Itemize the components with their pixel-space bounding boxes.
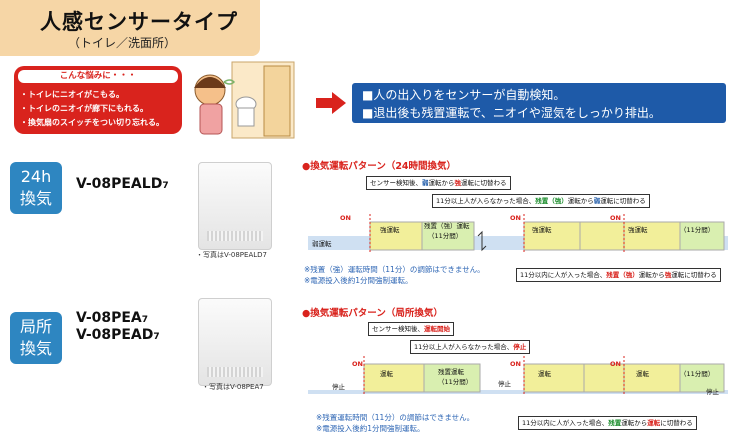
segment-label: 停止: [332, 383, 345, 391]
on-label: ON: [610, 360, 621, 368]
model-name: V-08PEALD7: [76, 176, 169, 192]
segment-label: （11分間）: [438, 378, 473, 386]
model-number: V-08PEAD: [76, 327, 154, 343]
pattern-title: ●換気運転パターン（24時間換気）: [302, 161, 457, 172]
badge-top: 24h: [20, 167, 52, 186]
on-label: ON: [610, 214, 621, 222]
note: ※電源投入後約1分間強制運転。: [316, 424, 425, 433]
note: ※残置運転時間（11分）の調節はできません。: [316, 413, 475, 422]
mode-badge-24h: 24h 換気: [10, 162, 62, 214]
on-label: ON: [352, 360, 363, 368]
callout: 11分以内に人が入った場合、残置運転から運転に切替わる: [518, 416, 697, 430]
callout: 11分以上人が入らなかった場合、停止: [410, 340, 531, 354]
segment-label: 弱運転: [312, 240, 332, 248]
callout: 11分以上人が入らなかった場合、残置（強）運転から弱運転に切替わる: [432, 194, 650, 208]
note: ※残置（強）運転時間（11分）の調節はできません。: [304, 265, 485, 274]
segment-label: 停止: [706, 388, 719, 396]
photo-caption: ・写真はV-08PEA7: [202, 383, 264, 391]
toilet-scene-illustration: [194, 61, 295, 139]
model-suffix: 7: [153, 332, 160, 342]
segment-label: 運転: [538, 370, 551, 378]
title-tab: [0, 0, 260, 56]
segment-label: 残置運転: [438, 368, 464, 376]
model-number: V-08PEA: [76, 310, 142, 326]
model-suffix: 7: [141, 315, 149, 325]
pattern-title: ●換気運転パターン（局所換気）: [302, 308, 443, 319]
model-name: V-08PEAD7: [76, 327, 160, 343]
segment-label: （11分間）: [428, 232, 463, 240]
segment-label: 運転: [636, 370, 649, 378]
on-label: ON: [340, 214, 351, 222]
device-photo: [198, 162, 272, 250]
benefit-box: [352, 83, 726, 123]
segment-label: 残置（強）運転: [424, 222, 470, 230]
callout: 11分以内に人が入った場合、残置（強）運転から強運転に切替わる: [516, 268, 721, 282]
badge-bottom: 換気: [19, 339, 52, 358]
on-label: ON: [510, 360, 521, 368]
badge-top: 局所: [19, 317, 52, 336]
segment-label: 運転: [380, 370, 393, 378]
note: ※電源投入後約1分間強制運転。: [304, 276, 413, 285]
device-photo: [198, 298, 272, 386]
timeline-local: [308, 356, 728, 394]
mode-badge-local: 局所 換気: [10, 312, 62, 364]
segment-label: （11分間）: [680, 370, 715, 378]
badge-bottom: 換気: [19, 189, 52, 208]
worry-item: ・換気扇のスイッチをつい切り忘れる。: [20, 118, 164, 127]
model-name: V-08PEA7: [76, 310, 148, 326]
page-title: 人感センサータイプ: [40, 10, 238, 34]
benefit-line: ■人の出入りをセンサーが自動検知。: [362, 88, 566, 102]
model-number: V-08PEALD: [76, 176, 163, 192]
arrow-right-icon: [316, 92, 346, 114]
worry-item: ・トイレのニオイが廊下にもれる。: [20, 104, 148, 113]
segment-label: （11分間）: [680, 226, 715, 234]
segment-label: 停止: [498, 380, 511, 388]
segment-label: 強運転: [380, 226, 400, 234]
model-suffix: 7: [162, 181, 169, 191]
worry-item: ・トイレにニオイがこもる。: [20, 90, 124, 99]
worry-heading: こんな悩みに・・・: [18, 70, 178, 83]
segment-label: 強運転: [532, 226, 552, 234]
photo-caption: ・写真はV-08PEALD7: [196, 251, 267, 259]
callout: センサー検知後、運転開始: [368, 322, 454, 336]
benefit-line: ■退出後も残置運転で、ニオイや湿気をしっかり排出。: [362, 106, 661, 120]
on-label: ON: [510, 214, 521, 222]
segment-label: 強運転: [628, 226, 648, 234]
page-subtitle: （トイレ／洗面所）: [68, 36, 177, 50]
callout: センサー検知後、弱運転から強運転に切替わる: [366, 176, 511, 190]
timeline-24h: [308, 214, 728, 252]
